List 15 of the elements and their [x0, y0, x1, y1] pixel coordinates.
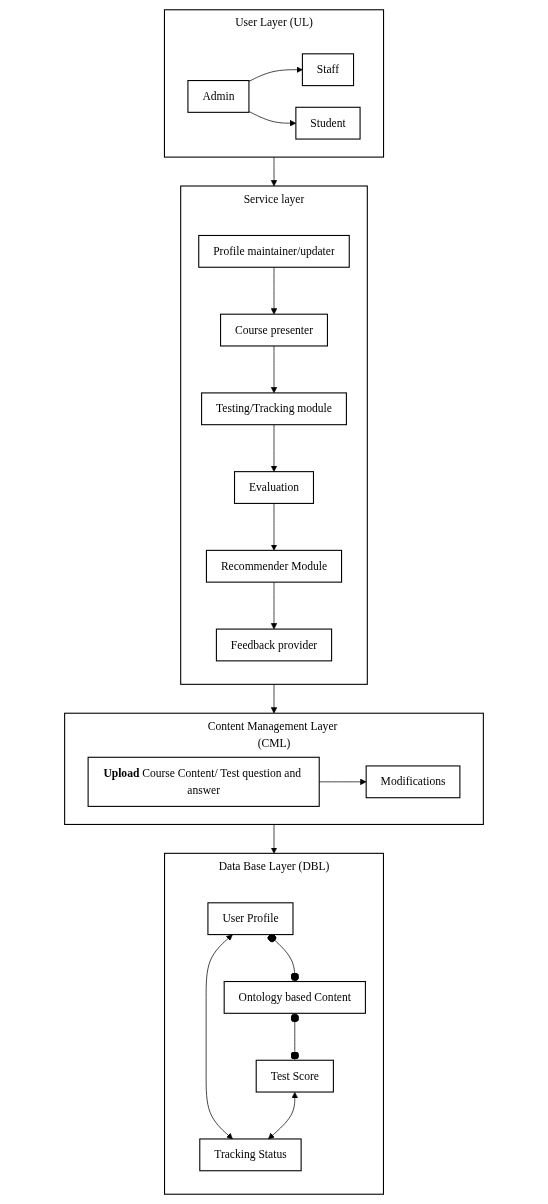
node-box: Student: [295, 106, 361, 140]
node-box: Profile maintainer/updater: [198, 234, 350, 268]
node-box: Testing/Tracking module: [201, 392, 347, 426]
node-box: Recommender Module: [205, 549, 343, 583]
node-box: Tracking Status: [199, 1138, 302, 1172]
node-box: Admin: [187, 80, 250, 113]
node-box: Upload Course Content/ Test question and answer: [87, 756, 320, 807]
node-box: Evaluation: [234, 471, 314, 504]
node-box: Ontology based Content: [223, 981, 366, 1014]
node-box: Feedback provider: [215, 628, 333, 662]
node-box: Staff: [301, 53, 355, 87]
node-box: Modifications: [365, 765, 461, 799]
node-box: Course presenter: [220, 313, 328, 347]
node-box: Test Score: [255, 1059, 334, 1093]
node-box: User Profile: [207, 902, 294, 936]
